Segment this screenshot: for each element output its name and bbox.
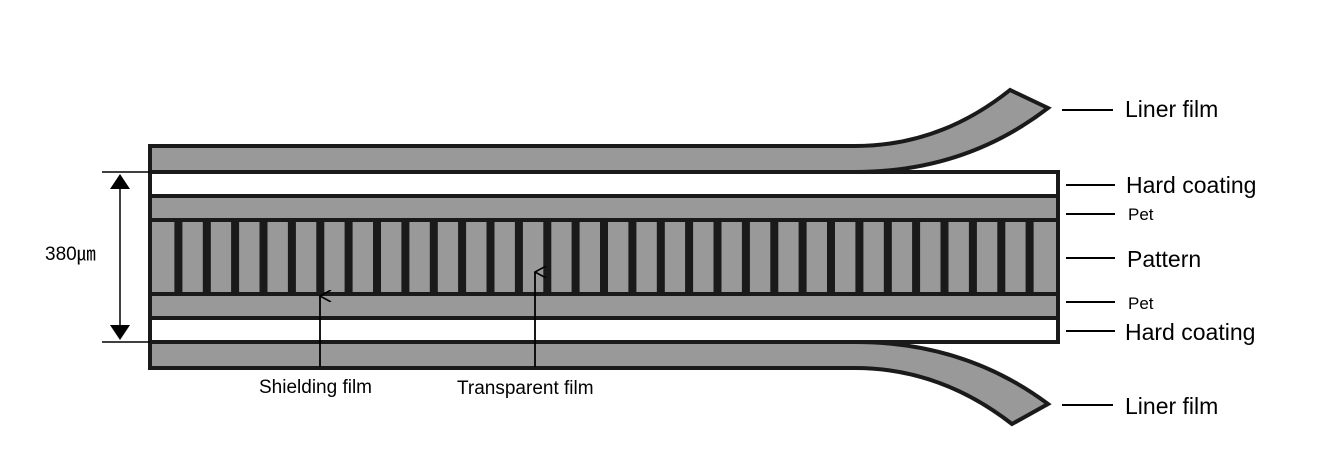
shielding-stripe	[429, 222, 438, 292]
pet-layer-bottom	[148, 292, 1060, 320]
label-leader-lines	[1062, 109, 1115, 406]
shielding-stripe	[798, 222, 807, 292]
shielding-stripe	[656, 222, 665, 292]
label-pet-bottom: Pet	[1128, 294, 1154, 313]
label-transparent-film: Transparent film	[457, 378, 594, 399]
dimension-arrow-down-icon	[110, 325, 130, 340]
shielding-stripe	[997, 222, 1006, 292]
shielding-stripe	[968, 222, 977, 292]
liner-film-bottom	[148, 340, 1052, 427]
shielding-stripe	[373, 222, 381, 292]
shielding-stripe	[1025, 222, 1034, 292]
shielding-stripe	[514, 222, 523, 292]
label-hard-coating-bottom: Hard coating	[1125, 319, 1255, 345]
thickness-label: 380㎛	[45, 244, 96, 265]
liner-film-top	[148, 87, 1052, 174]
shielding-stripe	[940, 222, 949, 292]
shielding-stripe	[486, 222, 495, 292]
shielding-stripe	[883, 222, 892, 292]
shielding-stripe	[741, 222, 750, 292]
shielding-stripe	[231, 222, 240, 292]
shielding-stripe	[713, 222, 722, 292]
label-hard-coating-top: Hard coating	[1126, 172, 1256, 198]
shielding-stripe	[543, 222, 552, 292]
shielding-stripe	[202, 222, 211, 292]
label-pattern: Pattern	[1127, 246, 1201, 272]
shielding-stripe	[316, 222, 325, 292]
shielding-stripe	[827, 222, 835, 292]
shielding-stripe	[912, 222, 921, 292]
label-liner-film-top: Liner film	[1125, 96, 1218, 122]
label-liner-film-bottom: Liner film	[1125, 393, 1218, 419]
shielding-stripe	[174, 222, 183, 292]
shielding-stripes	[174, 222, 1034, 292]
thickness-dimension	[102, 171, 150, 343]
dimension-arrow-up-icon	[110, 174, 130, 189]
hard-coating-layer-top	[148, 170, 1060, 198]
shielding-stripe	[600, 222, 608, 292]
shielding-stripe	[571, 222, 580, 292]
label-pet-top: Pet	[1128, 205, 1154, 224]
shielding-stripe	[259, 222, 268, 292]
shielding-stripe	[628, 222, 637, 292]
shielding-stripe	[401, 222, 410, 292]
shielding-stripe	[685, 222, 694, 292]
shielding-stripe	[287, 222, 296, 292]
shielding-stripe	[855, 222, 864, 292]
label-shielding-film: Shielding film	[259, 377, 372, 398]
shielding-stripe	[770, 222, 779, 292]
hard-coating-layer-bottom	[148, 316, 1060, 344]
pet-layer-top	[148, 194, 1060, 222]
shielding-stripe	[344, 222, 353, 292]
shielding-stripe	[458, 222, 467, 292]
